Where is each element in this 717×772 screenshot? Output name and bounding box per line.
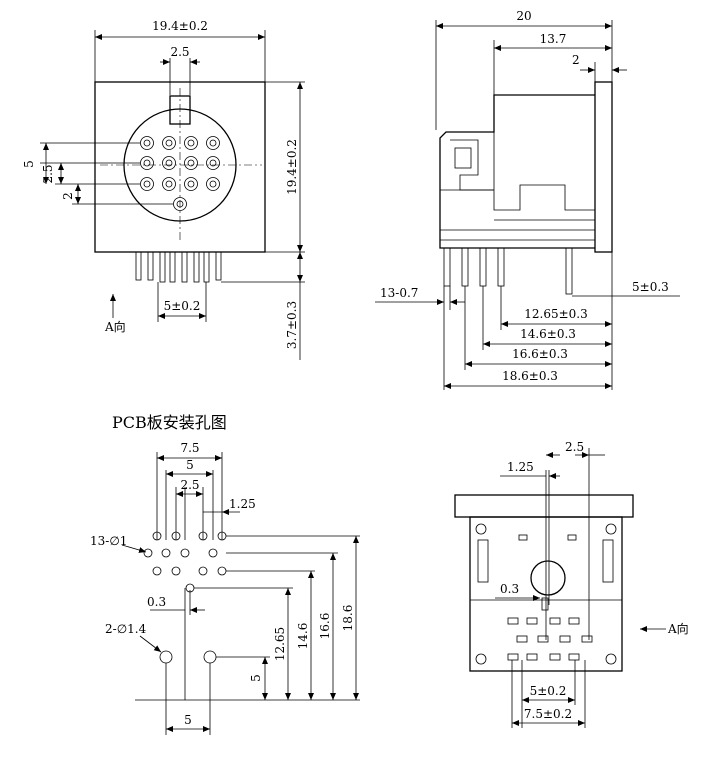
pcb-12-65: 12.65 <box>273 627 287 661</box>
bottom-0-3: 0.3 <box>500 582 519 596</box>
front-body <box>94 81 266 253</box>
pcb-5: 5 <box>186 458 194 472</box>
pcb-18-6: 18.6 <box>341 605 355 632</box>
key-width-label: 2.5 <box>170 45 189 59</box>
side-view: 20 13.7 2 13-0.7 5 <box>375 9 680 390</box>
bottom-flange <box>454 494 634 518</box>
dim-18-6: 18.6±0.3 <box>502 369 558 383</box>
flange-label: 2 <box>572 53 580 67</box>
pcb-layout: PCB板安装孔图 7.5 5 2.5 1.25 <box>90 413 360 735</box>
dim-16-6: 16.6±0.3 <box>512 347 568 361</box>
pcb-7-5: 7.5 <box>180 441 199 455</box>
total-depth-label: 20 <box>516 9 531 23</box>
pin-diameter-label: 13-0.7 <box>380 286 418 300</box>
side-body <box>439 94 595 249</box>
pin-row-2: 2 <box>61 192 75 200</box>
pin-row-5: 5 <box>22 160 36 168</box>
pcb-13-holes: 13-∅1 <box>90 534 127 548</box>
front-height-label: 19.4±0.2 <box>285 139 299 195</box>
pcb-5-vertical: 5 <box>249 674 263 682</box>
bottom-2-5: 2.5 <box>565 440 584 454</box>
bottom-boss <box>530 560 566 596</box>
pcb-2-5: 2.5 <box>180 478 199 492</box>
bottom-pads <box>507 617 593 661</box>
dim-12-65: 12.65±0.3 <box>524 307 588 321</box>
pcb-0-3: 0.3 <box>147 595 166 609</box>
bottom-1-25: 1.25 <box>507 460 534 474</box>
body-depth-label: 13.7 <box>540 32 567 46</box>
pcb-14-6: 14.6 <box>296 623 310 650</box>
socket-pins <box>140 136 220 211</box>
dim-14-6: 14.6±0.3 <box>520 327 576 341</box>
pcb-title: PCB板安装孔图 <box>112 413 227 432</box>
front-pins <box>135 251 222 283</box>
pcb-16-6: 16.6 <box>318 613 332 640</box>
pcb-1-25: 1.25 <box>229 497 256 511</box>
bottom-7-5: 7.5±0.2 <box>524 707 572 721</box>
post-offset-label: 5±0.3 <box>632 280 669 294</box>
pin-length-label: 3.7±0.3 <box>285 301 299 349</box>
side-pins <box>443 247 573 295</box>
pcb-2-holes: 2-∅1.4 <box>105 622 147 636</box>
pcb-bottom-5: 5 <box>184 713 192 727</box>
pin-pitch-label: 5±0.2 <box>164 299 201 313</box>
side-flange <box>594 81 613 253</box>
view-a-label: A向 <box>104 319 126 334</box>
pin-row-2-5: 2.5 <box>41 164 55 183</box>
front-view: 19.4±0.2 2.5 <box>22 19 305 360</box>
bottom-5: 5±0.2 <box>530 684 567 698</box>
bottom-view: 2.5 1.25 0.3 5±0.2 7.5±0.2 A向 <box>454 440 689 728</box>
front-width-label: 19.4±0.2 <box>152 19 208 33</box>
bottom-view-a-label: A向 <box>667 621 689 636</box>
